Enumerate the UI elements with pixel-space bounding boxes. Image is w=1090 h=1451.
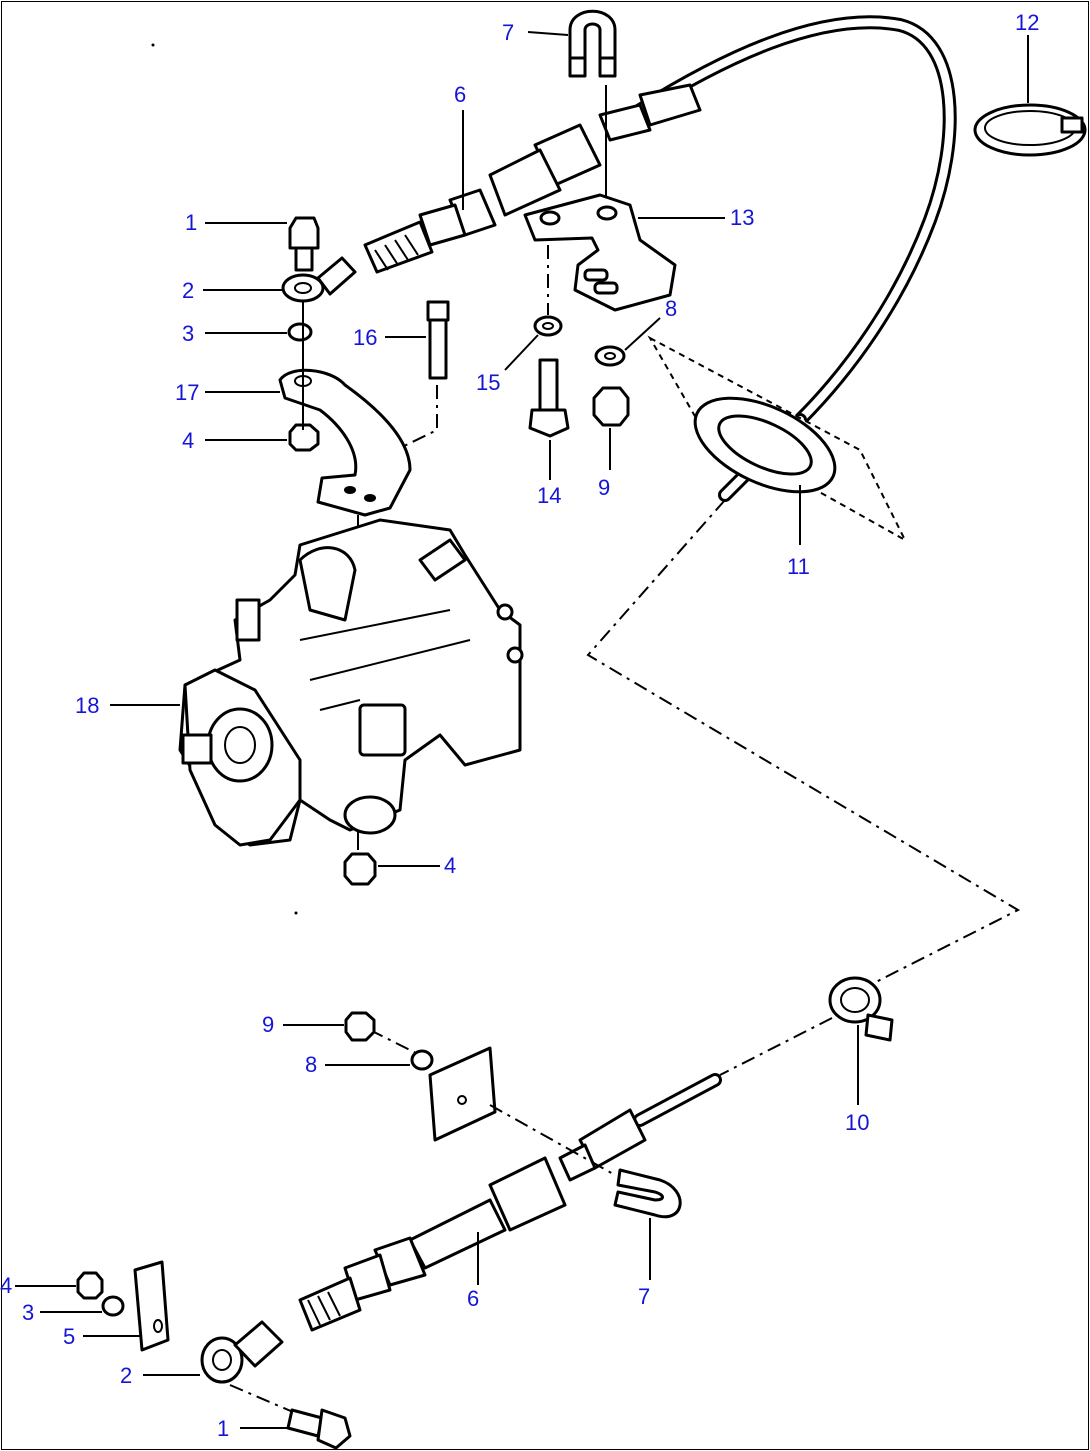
callout-8-bottom: 8 xyxy=(305,1052,317,1077)
axis-bolt-lower xyxy=(229,1384,301,1416)
leader-8a xyxy=(624,317,661,351)
callout-1-top: 1 xyxy=(185,210,197,235)
callout-5: 5 xyxy=(63,1324,75,1349)
callout-9-top: 9 xyxy=(598,475,610,500)
lever-5 xyxy=(133,1260,170,1352)
washer-8-top xyxy=(594,345,626,367)
callout-10: 10 xyxy=(845,1110,869,1135)
callout-18: 18 xyxy=(75,693,99,718)
rod-end-top xyxy=(281,256,357,303)
speck xyxy=(151,43,155,47)
callout-8-top: 8 xyxy=(665,296,677,321)
washer-15 xyxy=(533,315,563,337)
cable-routing-line xyxy=(586,499,1021,986)
clip-upper xyxy=(568,9,617,78)
callout-9-bottom: 9 xyxy=(262,1012,274,1037)
callout-3-top: 3 xyxy=(182,321,194,346)
callout-1-bottom: 1 xyxy=(217,1416,229,1441)
callout-7-top: 7 xyxy=(502,20,514,45)
axis-nut-lower xyxy=(369,1029,421,1056)
clip-lower xyxy=(613,1168,682,1219)
callout-7-bottom: 7 xyxy=(638,1284,650,1309)
throttle-cable-lower xyxy=(298,1017,833,1332)
rod-end-bottom xyxy=(200,1320,284,1384)
callout-4-bottom: 4 xyxy=(0,1273,12,1298)
nut-4-bottom xyxy=(76,1271,104,1300)
nut-9-bottom xyxy=(344,1011,376,1042)
nut-4-top xyxy=(288,423,320,452)
callout-2-top: 2 xyxy=(182,278,194,303)
callout-15: 15 xyxy=(476,370,500,395)
bolt-1-top xyxy=(288,216,320,272)
nut-9-top xyxy=(592,386,630,427)
hose-clamp xyxy=(973,103,1087,157)
callout-3-bottom: 3 xyxy=(22,1300,34,1325)
washer-8-bottom xyxy=(410,1049,434,1071)
callout-12: 12 xyxy=(1015,10,1039,35)
bolt-14 xyxy=(528,358,570,438)
nut-4-mid xyxy=(343,852,377,886)
callout-4-top: 4 xyxy=(182,428,194,453)
stud-16 xyxy=(426,300,450,380)
speck xyxy=(294,911,298,915)
cable-bracket xyxy=(523,193,677,312)
cable-clamp-10 xyxy=(828,976,894,1042)
callout-6-top: 6 xyxy=(454,82,466,107)
firewall-plate xyxy=(647,335,908,543)
cable-bracket-lower xyxy=(428,1046,497,1142)
callout-14: 14 xyxy=(537,483,561,508)
callout-6-bottom: 6 xyxy=(467,1286,479,1311)
callout-17: 17 xyxy=(175,380,199,405)
callout-11: 11 xyxy=(787,554,810,579)
leader-7a xyxy=(527,31,569,36)
bolt-1-bottom xyxy=(286,1408,352,1450)
injection-pump xyxy=(178,518,524,847)
throttle-cable-upper xyxy=(363,15,957,502)
washer-3-top xyxy=(287,322,313,342)
axis-bracket-lower xyxy=(489,1104,616,1176)
callout-16: 16 xyxy=(353,325,377,350)
callout-13: 13 xyxy=(730,205,754,230)
washer-3-bottom xyxy=(101,1295,125,1317)
leader-15 xyxy=(504,334,539,371)
axis-16 xyxy=(399,385,438,449)
callout-4-mid: 4 xyxy=(444,853,456,878)
callout-2-bottom: 2 xyxy=(120,1363,132,1388)
